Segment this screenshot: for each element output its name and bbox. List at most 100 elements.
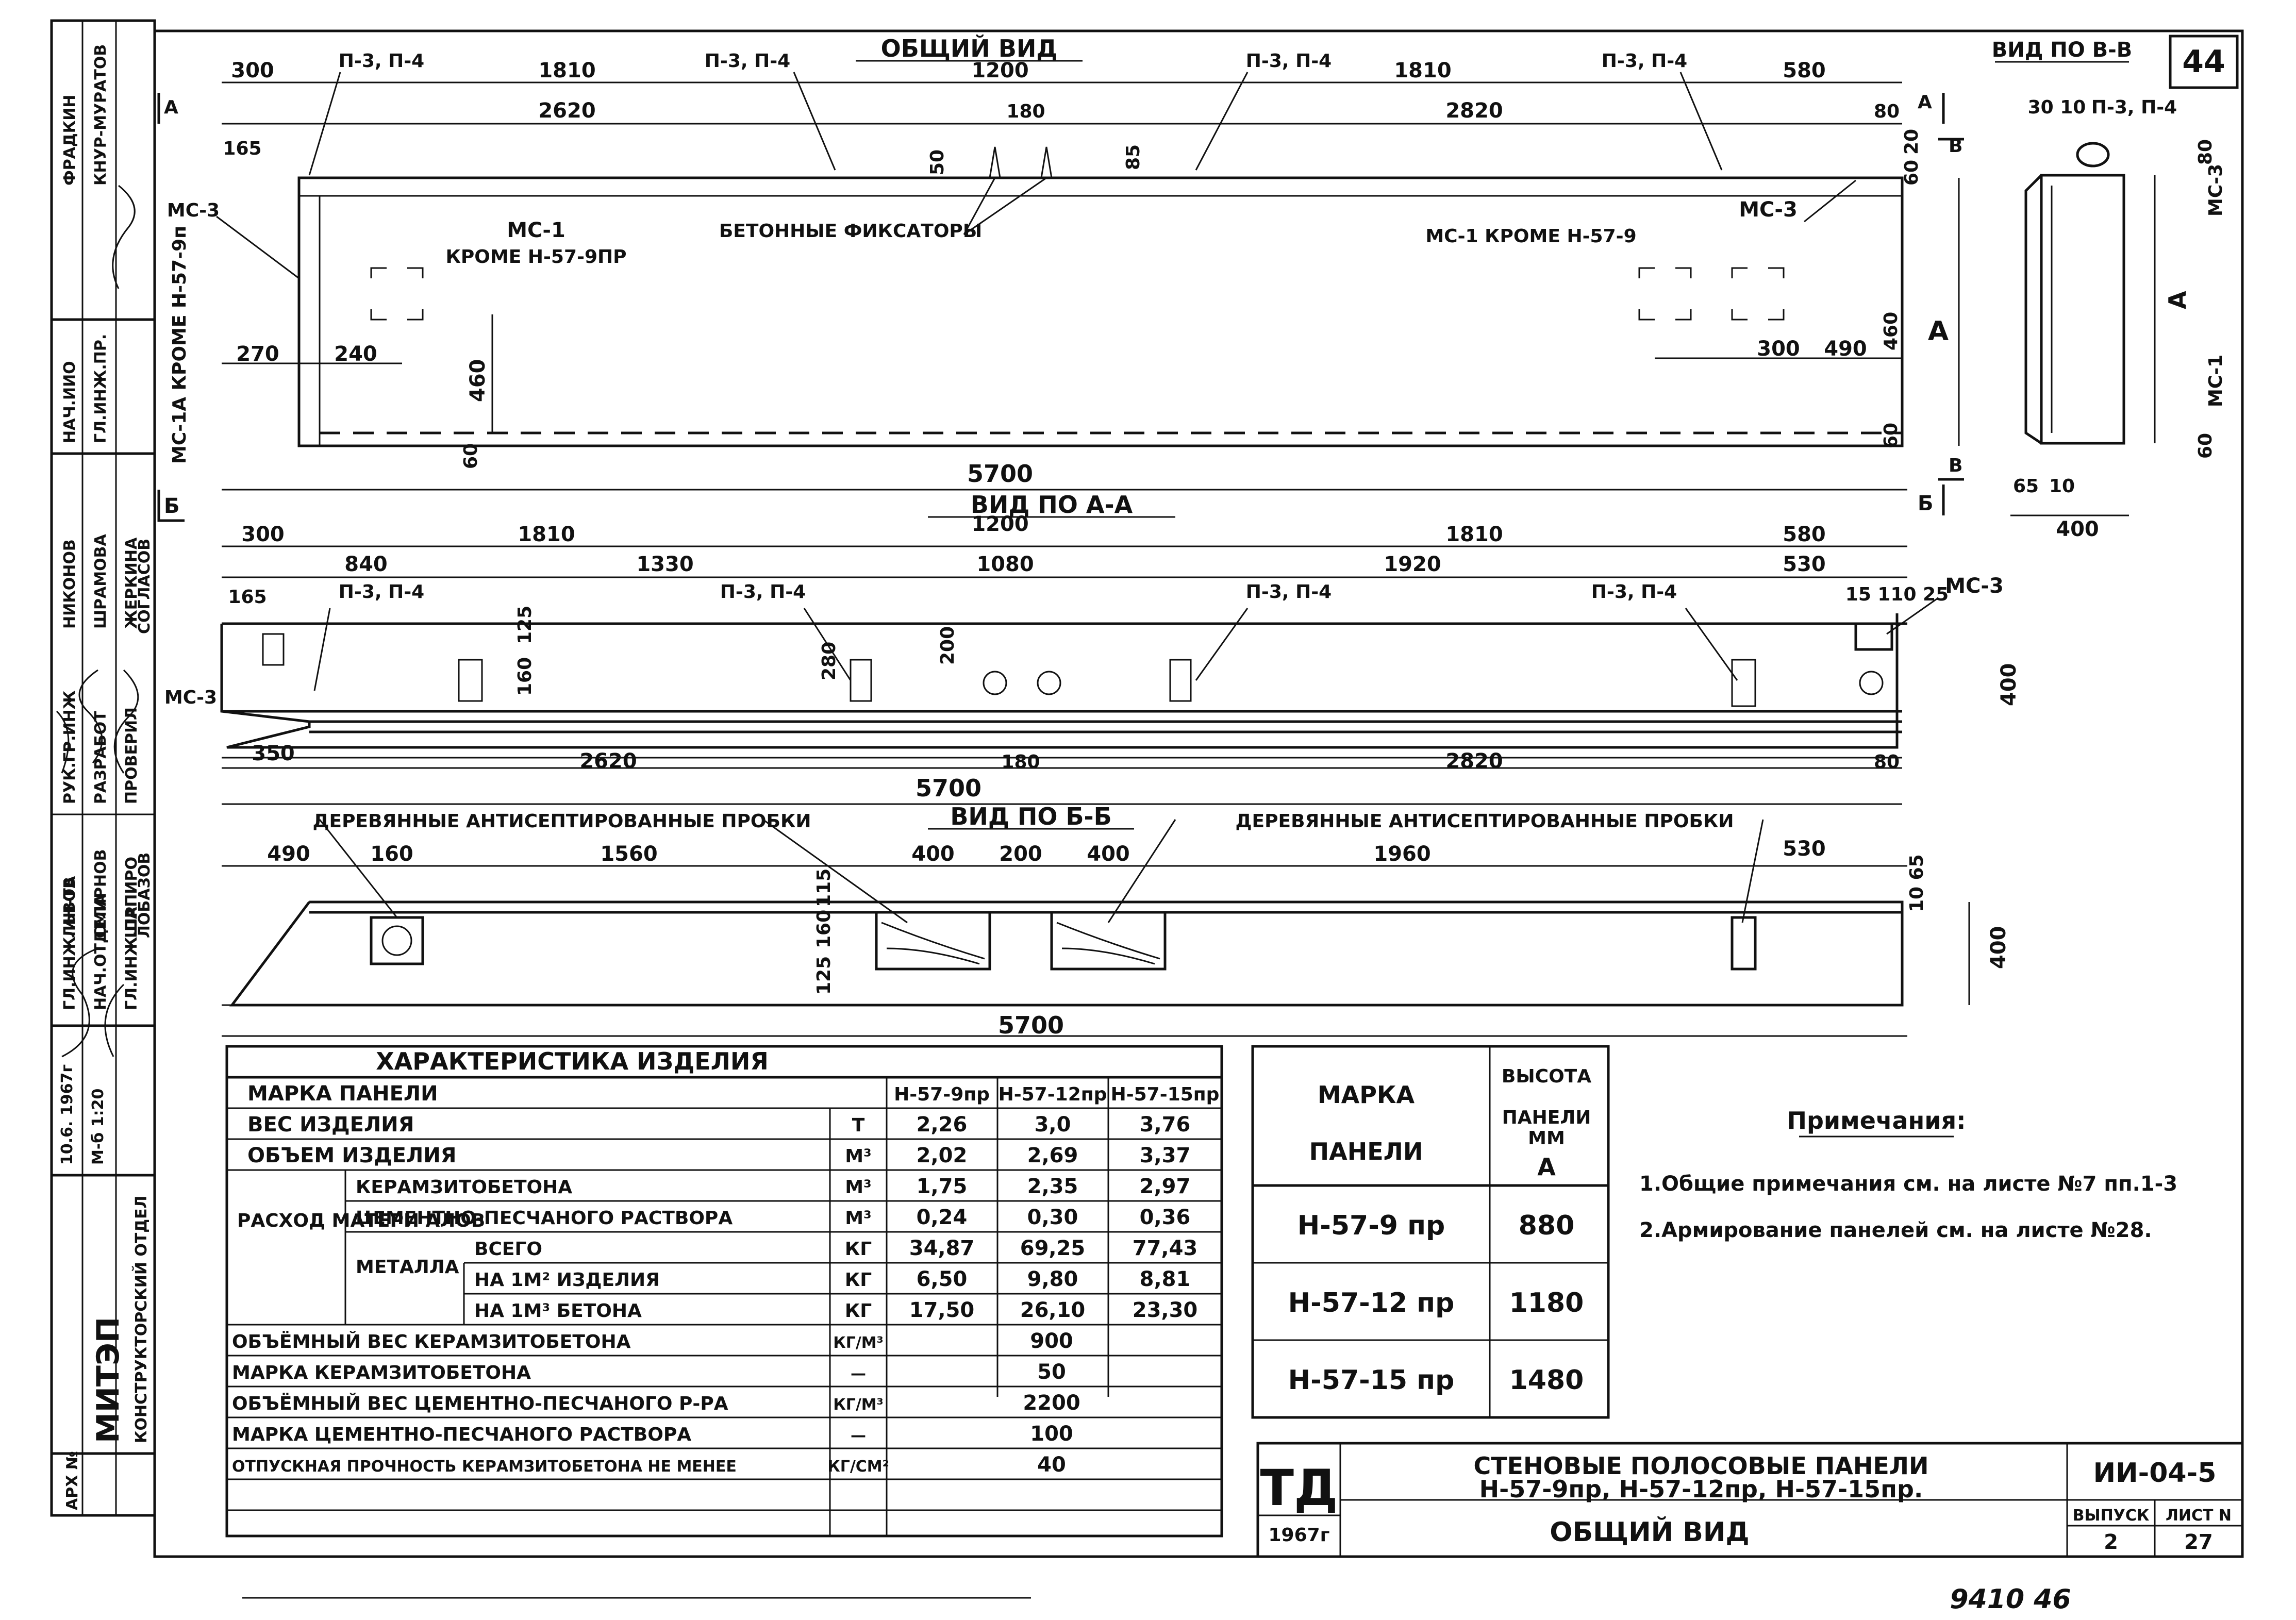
bb-panel-outline	[229, 900, 1904, 1007]
gen-p34-c: П-3, П-4	[1246, 51, 1332, 72]
cut-a-left: А	[164, 97, 178, 118]
gen-ms1-except-9: МС-1 КРОМЕ Н-57-9	[1425, 226, 1636, 247]
gen-p34-d: П-3, П-4	[1602, 51, 1687, 72]
gen-ms1: МС-1	[507, 219, 565, 242]
dim-bb-10-65: 10 65	[1906, 854, 1927, 912]
title-block: ТД 1967г СТЕНОВЫЕ ПОЛОСОВЫЕ ПАНЕЛИ Н-57-…	[1256, 1442, 2244, 1558]
char-r4-c0: 34,87	[909, 1237, 975, 1260]
height-row-1-h: 1180	[1509, 1288, 1584, 1318]
dim-aa-1920: 1920	[1384, 553, 1441, 576]
aa-ms3-right: МС-3	[1945, 574, 2004, 598]
dim-gen-180: 180	[1006, 101, 1045, 122]
stamp-role-2: ГЛ.ИНЖ.ПР	[123, 907, 141, 1010]
stamp-date: 10.6. 1967г	[58, 1064, 76, 1165]
height-col2-d: А	[1537, 1153, 1556, 1181]
title-year: 1967г	[1268, 1525, 1329, 1546]
dim-bb-490: 490	[267, 842, 310, 866]
char-row-0-label: ВЕС ИЗДЕЛИЯ	[247, 1113, 414, 1137]
title-code: ИИ-04-5	[2093, 1458, 2217, 1489]
cut-v-right-bot: В	[1949, 455, 1962, 476]
char-single-2-label: ОБЪЁМНЫЙ ВЕС ЦЕМЕНТНО-ПЕСЧАНОГО Р-РА	[232, 1393, 728, 1414]
title-issue-label: ВЫПУСК	[2073, 1507, 2150, 1525]
aa-p34-b: П-3, П-4	[720, 581, 806, 603]
char-single-4-label: ОТПУСКНАЯ ПРОЧНОСТЬ КЕРАМЗИТОБЕТОНА НЕ М…	[232, 1458, 737, 1476]
gen-ms3-right: МС-3	[1739, 198, 1798, 222]
char-single-1-value: 50	[1037, 1360, 1066, 1384]
char-single-1-label: МАРКА КЕРАМЗИТОБЕТОНА	[232, 1362, 531, 1383]
char-r3-c0: 0,24	[917, 1206, 968, 1229]
view-aa-title: ВИД ПО А-А	[971, 491, 1133, 519]
dim-gen-460-left: 460	[466, 359, 490, 403]
dim-gen-460-right: 460	[1881, 312, 1902, 350]
cut-a-right: А	[1918, 92, 1932, 113]
dim-bb-125: 125	[813, 956, 835, 995]
dim-aa-1810a: 1810	[518, 523, 575, 546]
aa-p34-d: П-3, П-4	[1591, 581, 1677, 603]
dim-aa-15-110-25: 15 110 25	[1845, 584, 1949, 605]
title-sheet-label: ЛИСТ N	[2166, 1507, 2232, 1525]
aa-hole-3	[1859, 671, 1884, 695]
dim-bb-200: 200	[999, 842, 1042, 866]
char-r0-c1: 3,0	[1035, 1113, 1071, 1137]
char-row-5-unit: КГ	[845, 1270, 872, 1291]
char-row-6-unit: КГ	[845, 1300, 872, 1322]
panel-general-outline	[297, 176, 1904, 447]
stamp-name-6: ЖЕРКИНА	[123, 537, 141, 629]
stamp-role-0: ГЛ.ИНЖ.ИН-ТА	[61, 876, 79, 1010]
dim-gen-60-top: 60	[1901, 160, 1922, 186]
char-row-3-unit: М³	[845, 1208, 872, 1229]
title-line-3: ОБЩИЙ ВИД	[1550, 1516, 1749, 1548]
dim-gen-5700: 5700	[967, 460, 1033, 488]
sheet-number: 44	[2182, 44, 2225, 80]
height-row-1-mark: Н-57-12 пр	[1288, 1288, 1455, 1318]
bb-plug-wood-1	[875, 911, 991, 971]
aa-hole-2	[1037, 671, 1061, 695]
char-r1-c0: 2,02	[917, 1144, 968, 1167]
char-r1-c1: 2,69	[1027, 1144, 1078, 1167]
stamp-name-7: ФРАДКИН	[61, 95, 79, 186]
vv-section	[2040, 174, 2125, 445]
view-general-title: ОБЩИЙ ВИД	[881, 35, 1058, 62]
height-row-2-h: 1480	[1509, 1365, 1584, 1396]
dim-aa-180: 180	[1001, 751, 1040, 773]
signature-scribble-2	[61, 947, 125, 1058]
char-single-2-unit: КГ/М³	[833, 1396, 884, 1414]
aa-hole-1	[983, 671, 1007, 695]
view-general: ОБЩИЙ ВИД 300 1810 1200 1810 580 2620 18…	[157, 35, 1964, 522]
stamp-arch: АРХ №	[63, 1451, 81, 1510]
vv-dim-65: 65	[2013, 476, 2039, 497]
dim-gen-165: 165	[223, 138, 261, 159]
side-stamp: МИТЭП КОНСТРУКТОРСКИЙ ОТДЕЛ АРХ № 10.6. …	[50, 19, 156, 1517]
dim-aa-1080: 1080	[976, 553, 1034, 576]
char-single-0-label: ОБЪЁМНЫЙ ВЕС КЕРАМЗИТОБЕТОНА	[232, 1331, 631, 1352]
dim-bb-160-side: 160	[813, 910, 835, 948]
char-r3-c1: 0,30	[1027, 1206, 1078, 1229]
char-single-3-label: МАРКА ЦЕМЕНТНО-ПЕСЧАНОГО РАСТВОРА	[232, 1424, 691, 1445]
aa-panel-lines	[222, 622, 1907, 733]
vv-ms3: МС-3	[2205, 164, 2226, 216]
dim-bb-160: 160	[370, 842, 413, 866]
char-single-3-unit: —	[851, 1427, 866, 1445]
stamp-scale: М-б 1:20	[89, 1089, 107, 1165]
stamp-name-2: ШАПИРО	[123, 857, 141, 938]
dim-bb-400a: 400	[911, 842, 955, 866]
char-r6-c2: 23,30	[1133, 1298, 1198, 1322]
dim-bb-1560: 1560	[600, 842, 657, 866]
notes-title: Примечания:	[1787, 1107, 1966, 1134]
dim-bb-400: 400	[1987, 926, 2010, 970]
title-issue: 2	[2104, 1530, 2118, 1554]
char-row-2-label: КЕРАМЗИТОБЕТОНА	[356, 1177, 572, 1198]
dim-aa-2820: 2820	[1445, 749, 1503, 773]
aa-plug-2	[850, 659, 872, 702]
dim-aa-280: 280	[819, 642, 840, 680]
dim-aa-1330: 1330	[636, 553, 693, 576]
dim-bb-5700: 5700	[998, 1011, 1064, 1039]
stamp-role-6: НАЧ.ИИО	[61, 361, 79, 443]
char-r4-c1: 69,25	[1020, 1237, 1086, 1260]
aa-p34-c: П-3, П-4	[1246, 581, 1332, 603]
height-col1-b: ПАНЕЛИ	[1309, 1138, 1423, 1165]
dim-gen-80: 80	[1874, 101, 1900, 122]
char-r4-c2: 77,43	[1133, 1237, 1198, 1260]
vv-dim-60: 60	[2195, 433, 2216, 459]
